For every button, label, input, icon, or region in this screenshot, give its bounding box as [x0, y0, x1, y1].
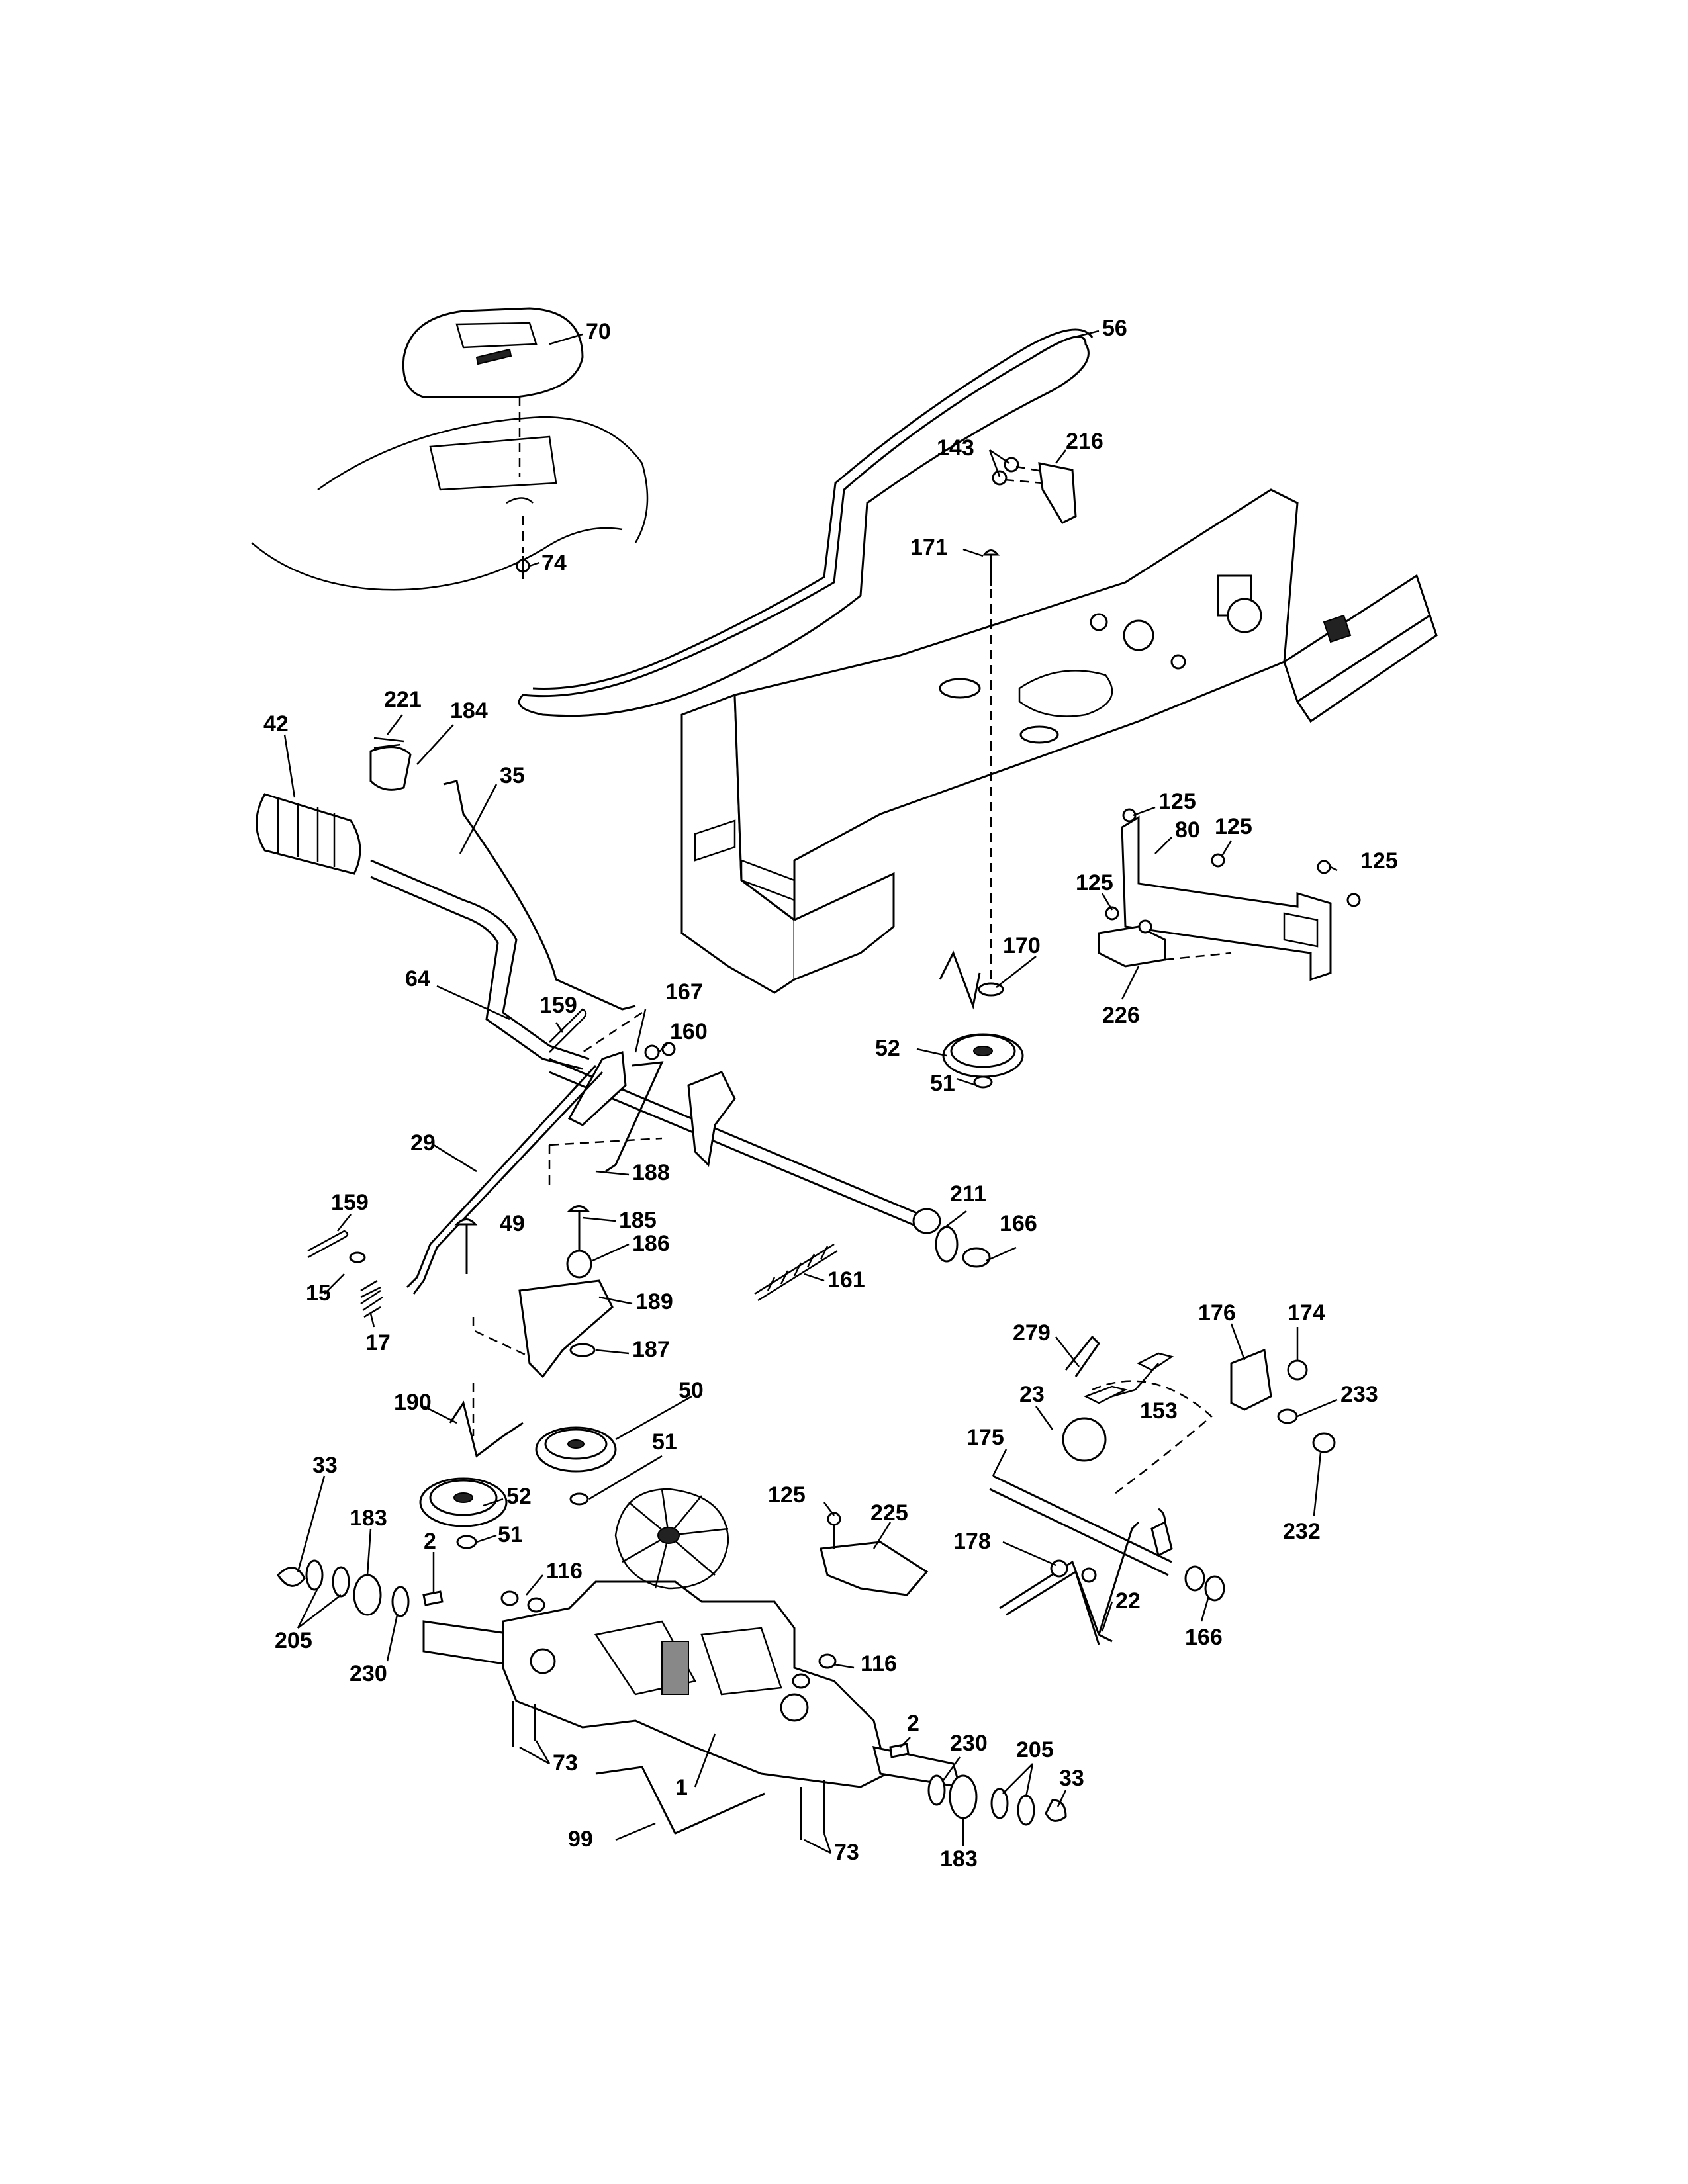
- callout-125a: 125: [1158, 789, 1196, 814]
- callout-160: 160: [670, 1019, 708, 1044]
- callout-29: 29: [410, 1130, 436, 1156]
- callout-56: 56: [1102, 316, 1127, 341]
- axle-hardware-left: [277, 1559, 444, 1617]
- rod-99: [595, 1766, 765, 1835]
- callout-190: 190: [394, 1390, 432, 1415]
- callout-64: 64: [405, 966, 430, 991]
- callout-52b: 52: [506, 1484, 532, 1509]
- callout-185: 185: [619, 1208, 657, 1233]
- rod-35: [443, 780, 636, 1011]
- chassis-frame: [680, 488, 1438, 994]
- bolts-73: [512, 1701, 825, 1840]
- callout-35: 35: [500, 763, 525, 788]
- callout-22: 22: [1115, 1588, 1141, 1614]
- dash-cover-70: [402, 307, 584, 477]
- callout-216: 216: [1066, 429, 1103, 454]
- callout-70: 70: [586, 319, 611, 344]
- brake-rod-175: [989, 1475, 1225, 1645]
- callout-labels: 70 56 143 216 74 171 221 184 42 35 125 8…: [263, 316, 1398, 1872]
- callout-279: 279: [1013, 1320, 1051, 1345]
- callout-226: 226: [1102, 1003, 1140, 1028]
- callout-159b: 159: [331, 1190, 369, 1215]
- callout-116a: 116: [546, 1559, 583, 1584]
- callout-33b: 33: [1059, 1766, 1084, 1791]
- link-rod-29: [406, 1064, 604, 1295]
- callout-205b: 205: [1016, 1737, 1054, 1762]
- callout-230b: 230: [950, 1731, 988, 1756]
- spring-161: [754, 1243, 838, 1302]
- callout-183b: 183: [940, 1846, 978, 1872]
- callout-225: 225: [870, 1500, 908, 1525]
- callout-80: 80: [1175, 817, 1200, 842]
- spring-17: [307, 1230, 383, 1318]
- bracket-225: [820, 1512, 929, 1596]
- callout-174: 174: [1288, 1300, 1325, 1326]
- callout-188: 188: [632, 1160, 670, 1185]
- idler-bracket-189: [454, 1137, 663, 1436]
- callout-233: 233: [1340, 1382, 1378, 1407]
- drive-belt-56: [518, 328, 1094, 717]
- callout-74: 74: [541, 551, 567, 576]
- callout-159a: 159: [539, 993, 577, 1018]
- callout-143: 143: [937, 435, 974, 461]
- callout-205a: 205: [275, 1628, 312, 1653]
- callout-116b: 116: [861, 1651, 897, 1676]
- callout-15: 15: [306, 1281, 331, 1306]
- hood-fender: [251, 416, 649, 591]
- callout-99: 99: [568, 1827, 593, 1852]
- callout-211: 211: [950, 1181, 986, 1206]
- callout-125b: 125: [1215, 814, 1252, 839]
- callout-2b: 2: [907, 1711, 919, 1736]
- parts-drawing: [251, 307, 1438, 1840]
- callout-166b: 166: [1185, 1625, 1223, 1650]
- idler-pulley-upper: [939, 950, 1024, 1089]
- pin-159-upper: [549, 1008, 587, 1053]
- callout-166a: 166: [1000, 1211, 1037, 1236]
- callout-49: 49: [500, 1211, 525, 1236]
- callout-189: 189: [635, 1289, 673, 1314]
- callout-183a: 183: [350, 1506, 387, 1531]
- callout-2a: 2: [424, 1529, 436, 1554]
- callout-52a: 52: [875, 1036, 900, 1061]
- leader-lines: [283, 330, 1338, 1854]
- bracket-216: [992, 457, 1077, 524]
- callout-176: 176: [1198, 1300, 1236, 1326]
- callout-232: 232: [1283, 1519, 1321, 1544]
- brake-assembly: [1062, 1335, 1336, 1496]
- callout-170: 170: [1003, 933, 1041, 958]
- idler-pulley-lower: [419, 1400, 617, 1549]
- cross-shaft: [549, 1011, 991, 1268]
- bracket-80: [1098, 808, 1361, 981]
- callout-33a: 33: [312, 1453, 338, 1478]
- callout-161: 161: [827, 1267, 865, 1293]
- callout-23: 23: [1019, 1382, 1045, 1407]
- callout-73a: 73: [553, 1751, 578, 1776]
- callout-186: 186: [632, 1231, 670, 1256]
- callout-171: 171: [910, 535, 948, 560]
- callout-1: 1: [675, 1775, 688, 1800]
- callout-187: 187: [632, 1337, 670, 1362]
- callout-51c: 51: [498, 1522, 523, 1547]
- callout-51a: 51: [930, 1071, 955, 1096]
- callout-73b: 73: [834, 1840, 859, 1865]
- callout-175: 175: [966, 1425, 1004, 1450]
- callout-178: 178: [953, 1529, 991, 1554]
- callout-50: 50: [679, 1378, 704, 1403]
- shift-lever-64: [256, 793, 590, 1070]
- callout-221: 221: [384, 687, 422, 712]
- callout-125d: 125: [1076, 870, 1113, 895]
- callout-167: 167: [665, 979, 703, 1005]
- callout-125e: 125: [768, 1482, 806, 1508]
- callout-153: 153: [1140, 1398, 1178, 1424]
- callout-42: 42: [263, 711, 289, 737]
- axle-hardware-right: [927, 1774, 1067, 1826]
- knob-184: [369, 737, 412, 791]
- callout-230a: 230: [350, 1661, 387, 1686]
- callout-51b: 51: [652, 1430, 677, 1455]
- bolt-171: [982, 549, 1000, 989]
- callout-184: 184: [450, 698, 488, 723]
- callout-125c: 125: [1360, 848, 1398, 874]
- callout-17: 17: [365, 1330, 391, 1355]
